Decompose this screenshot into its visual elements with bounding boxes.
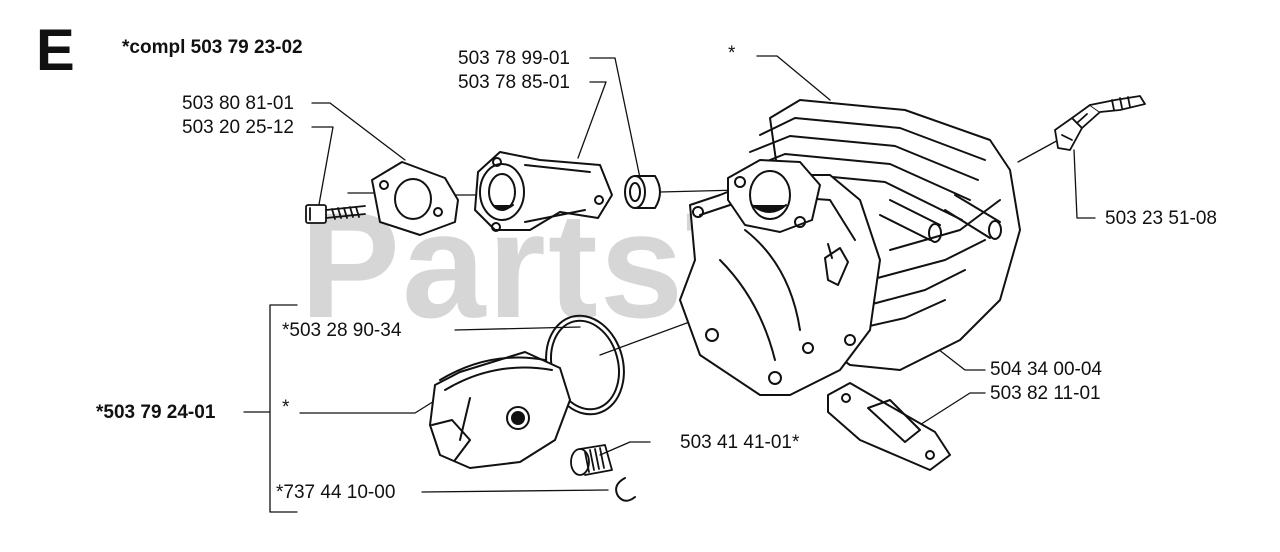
part-number-screw: 503 20 25-12 <box>182 117 294 138</box>
part-number-piston: * <box>282 397 290 418</box>
piston-kit-label: *503 79 24-01 <box>96 402 216 423</box>
part-number-flange: 503 80 81-01 <box>182 93 294 114</box>
spark-plug <box>1054 95 1146 151</box>
cylinder <box>679 99 1021 396</box>
part-number-decomp-valve: 504 34 00-04 <box>990 359 1102 380</box>
gasket <box>827 382 951 471</box>
intake <box>474 151 613 232</box>
complete-kit-label: *compl 503 79 23-02 <box>122 37 303 58</box>
circlip <box>615 477 636 502</box>
part-number-circlip: *737 44 10-00 <box>276 482 396 503</box>
needle-bearing <box>570 444 613 476</box>
part-number-sleeve-b: 503 78 85-01 <box>458 72 570 93</box>
flange <box>371 161 459 236</box>
screw <box>305 204 366 224</box>
piston <box>429 351 571 469</box>
part-number-spark-plug: 503 23 51-08 <box>1105 208 1217 229</box>
part-number-gasket: 503 82 11-01 <box>990 383 1101 404</box>
part-number-sleeve-a: 503 78 99-01 <box>458 48 570 69</box>
section-letter: E <box>36 18 75 83</box>
sleeve <box>624 175 661 209</box>
part-number-bearing: 503 41 41-01* <box>680 432 800 453</box>
part-number-cylinder: * <box>728 43 736 64</box>
part-number-ring: *503 28 90-34 <box>282 320 402 341</box>
